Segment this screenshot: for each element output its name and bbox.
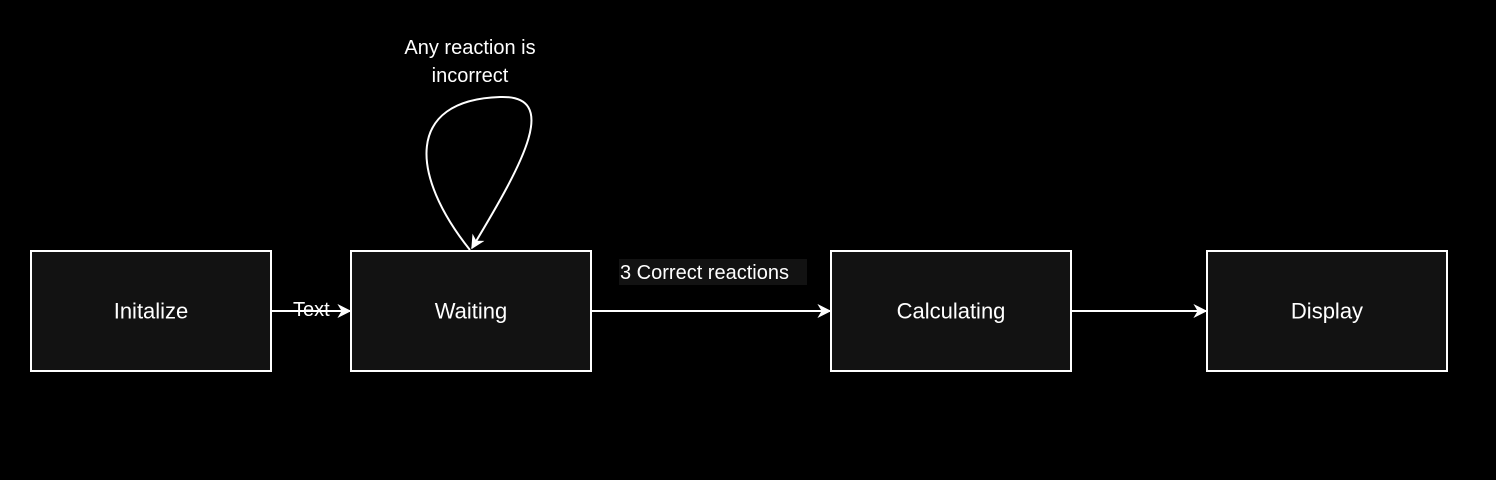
node-waiting: Waiting bbox=[350, 250, 592, 372]
edge-initialize-to-waiting-label: Text bbox=[293, 299, 330, 321]
node-waiting-label: Waiting bbox=[435, 299, 508, 324]
node-display: Display bbox=[1206, 250, 1448, 372]
edge-waiting-self-loop-label-line1: Any reaction is bbox=[404, 37, 535, 59]
node-calculating-label: Calculating bbox=[897, 299, 1006, 324]
edge-waiting-to-calculating-label: 3 Correct reactions bbox=[620, 262, 789, 284]
edge-waiting-self-loop-arrow bbox=[425, 95, 533, 251]
edge-initialize-to-waiting: Text bbox=[271, 299, 352, 321]
edge-waiting-to-calculating-label-bg bbox=[619, 259, 807, 285]
node-initialize-label: Initalize bbox=[114, 299, 189, 324]
node-display-label: Display bbox=[1291, 299, 1363, 324]
edge-waiting-self-loop: Any reaction is incorrect bbox=[404, 37, 536, 251]
node-calculating: Calculating bbox=[830, 250, 1072, 372]
node-initialize: Initalize bbox=[30, 250, 272, 372]
edge-waiting-to-calculating: 3 Correct reactions bbox=[591, 259, 832, 318]
edge-waiting-self-loop-label-line2: incorrect bbox=[432, 65, 509, 87]
